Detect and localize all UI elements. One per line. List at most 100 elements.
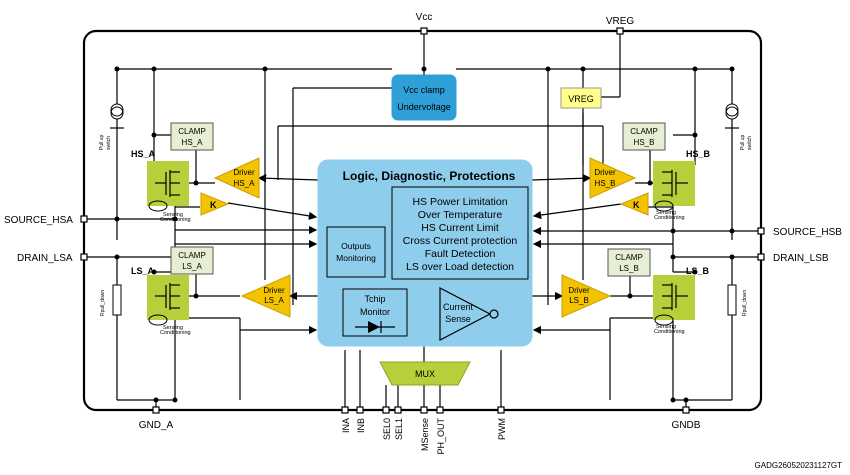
sensing-hs-b-label: Sensing <box>656 210 676 216</box>
pin-source-hsa: SOURCE_HSA <box>4 215 73 226</box>
sensing-hs-a-label: Sensing <box>163 212 183 218</box>
wires-bottom <box>240 325 610 410</box>
bottom-pin-labels: INA INB SEL0 SEL1 MSense PH_OUT PWM <box>341 418 507 455</box>
k-amp-b-label: K <box>633 200 640 210</box>
rpull-b-label: Rpull_down <box>742 290 748 316</box>
pin-sel0: SEL0 <box>382 418 392 440</box>
protection-item: Cross Current protection <box>403 235 518 247</box>
mux-label: MUX <box>415 369 435 379</box>
sensing-ls-a-label: Conditioning <box>160 330 191 336</box>
outputs-monitoring-box <box>326 226 386 278</box>
pin-msense: MSense <box>420 418 430 451</box>
protection-item: Fault Detection <box>425 248 496 260</box>
driver-hs-a <box>213 157 260 199</box>
clamp-ls-a-label: LS_A <box>182 262 202 271</box>
outputs-monitoring-label: Outputs <box>341 241 371 251</box>
driver-ls-b-label: LS_B <box>569 296 589 305</box>
vreg-block-label: VREG <box>568 94 594 104</box>
clamp-ls-b <box>607 248 651 277</box>
tchip-monitor-box <box>342 288 408 337</box>
sensing-ls-b-label: Conditioning <box>654 329 685 335</box>
undervoltage-label: Undervoltage <box>397 102 451 112</box>
sensing-hs-b-label: Conditioning <box>654 215 685 221</box>
vreg-block <box>560 87 602 109</box>
protection-item: HS Current Limit <box>421 222 499 234</box>
clamp-ls-b-label: LS_B <box>619 264 639 273</box>
driver-hs-b <box>589 157 637 199</box>
wires-right <box>532 128 761 410</box>
left-pullup-switch <box>110 103 124 129</box>
mosfet-hs-a <box>147 161 189 212</box>
pin-drain-lsb: DRAIN_LSB <box>773 253 829 264</box>
current-sense-amp <box>439 287 499 341</box>
clamp-hs-b <box>622 122 666 151</box>
tchip-label: Tchip <box>364 294 385 304</box>
rpull-down-a <box>112 284 122 316</box>
left-pullup-label: switch <box>106 136 112 150</box>
right-pullup-label: Pull up <box>740 134 746 150</box>
protection-item: HS Power Limitation <box>412 196 507 208</box>
arrows-to-right-drivers <box>531 174 592 301</box>
vcc-clamp-label: Vcc clamp <box>403 85 445 95</box>
tchip-label: Monitor <box>360 307 390 317</box>
clamp-hs-b-label: HS_B <box>634 138 655 147</box>
left-pullup-label: Pull up <box>99 134 105 150</box>
arrows-to-left-drivers <box>257 174 319 301</box>
driver-hs-b-label: HS_B <box>595 179 616 188</box>
driver-ls-a <box>240 274 291 318</box>
driver-ls-b-label: Driver <box>568 286 590 295</box>
pin-source-hsb: SOURCE_HSB <box>773 227 842 238</box>
right-pullup-label: switch <box>747 136 753 150</box>
driver-hs-a-label: HS_A <box>234 179 256 188</box>
protection-item: Over Temperature <box>418 209 503 221</box>
driver-hs-a-label: Driver <box>233 168 255 177</box>
logic-block <box>317 159 533 347</box>
protections-list: HS Power Limitation Over Temperature HS … <box>403 196 518 273</box>
clamp-hs-b-label: CLAMP <box>630 127 658 136</box>
outputs-monitoring-label: Monitoring <box>336 253 376 263</box>
logic-title: Logic, Diagnostic, Protections <box>343 169 516 183</box>
protections-list-box <box>391 186 529 280</box>
clamp-ls-a <box>170 246 214 275</box>
mosfet-hs-b <box>653 161 695 212</box>
pin-vcc: Vcc <box>416 12 433 23</box>
pin-pwm: PWM <box>497 418 507 440</box>
pin-ph-out: PH_OUT <box>436 418 446 455</box>
pin-gndb: GNDB <box>672 420 701 431</box>
rpull-down-b <box>727 284 737 316</box>
clamp-hs-a <box>170 122 214 151</box>
pin-inb: INB <box>356 418 366 433</box>
protection-item: LS over Load detection <box>406 261 514 273</box>
k-amp-a <box>200 192 230 216</box>
pin-gnd-a: GND_A <box>139 420 174 431</box>
driver-hs-b-label: Driver <box>594 168 616 177</box>
rpull-a-label: Rpull_down <box>100 290 106 316</box>
sensing-ls-a-label: Sensing <box>163 325 183 331</box>
driver-ls-b <box>561 274 612 318</box>
pin-sel1: SEL1 <box>394 418 404 440</box>
mosfet-ls-b <box>653 275 695 326</box>
driver-ls-a-label: LS_A <box>264 296 284 305</box>
clamp-ls-a-label: CLAMP <box>178 251 206 260</box>
k-amp-a-label: K <box>210 200 217 210</box>
hs-a-label: HS_A <box>131 149 156 159</box>
figure-id: GADG260520231127GT <box>755 461 843 470</box>
clamp-hs-a-label: CLAMP <box>178 127 206 136</box>
sensing-hs-a-label: Conditioning <box>160 217 191 223</box>
ls-a-label: LS_A <box>131 266 155 276</box>
pin-vreg: VREG <box>606 16 635 27</box>
driver-ls-a-label: Driver <box>263 286 285 295</box>
hs-b-label: HS_B <box>686 149 711 159</box>
vcc-clamp-block <box>391 74 457 121</box>
pin-ina: INA <box>341 418 351 433</box>
diode-icon <box>355 321 395 333</box>
mux-block <box>379 361 471 386</box>
current-sense-label: Current <box>443 302 474 312</box>
current-sense-label: Sense <box>445 314 471 324</box>
mosfet-ls-a <box>147 275 189 326</box>
ls-b-label: LS_B <box>686 266 710 276</box>
sensing-ls-b-label: Sensing <box>656 324 676 330</box>
k-amp-b <box>619 192 649 216</box>
pin-drain-lsa: DRAIN_LSA <box>17 253 73 264</box>
